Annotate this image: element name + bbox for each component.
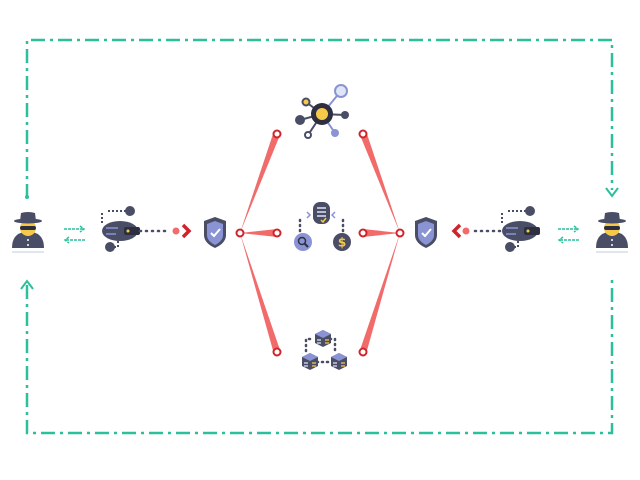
routing-links — [240, 131, 400, 354]
document-audit-payment-icon[interactable]: $ — [294, 202, 351, 251]
left-agent-spy-icon[interactable] — [12, 212, 44, 253]
left-red-dot — [172, 227, 180, 235]
left-exchange-arrows-icon — [63, 225, 86, 244]
arrow-up-icon — [20, 279, 34, 290]
right-exchange-arrows-icon — [557, 225, 580, 244]
left-crypto-wallet-icon[interactable] — [101, 205, 141, 253]
chevron-left-icon — [451, 223, 462, 239]
arrow-down-icon — [605, 187, 619, 198]
blockchain-blocks-icon[interactable] — [301, 329, 348, 371]
feedback-loop — [25, 38, 614, 435]
network-hub-icon[interactable] — [295, 84, 349, 139]
right-shield-check-icon[interactable] — [414, 216, 438, 249]
chevron-right-icon — [181, 223, 192, 239]
right-crypto-wallet-icon[interactable] — [501, 205, 541, 253]
right-red-dot — [462, 227, 470, 235]
left-shield-check-icon[interactable] — [203, 216, 227, 249]
link-endpoints — [235, 129, 405, 357]
right-agent-spy-icon[interactable] — [596, 212, 628, 253]
svg-text:$: $ — [338, 236, 346, 250]
loop-end-dot — [25, 195, 29, 199]
